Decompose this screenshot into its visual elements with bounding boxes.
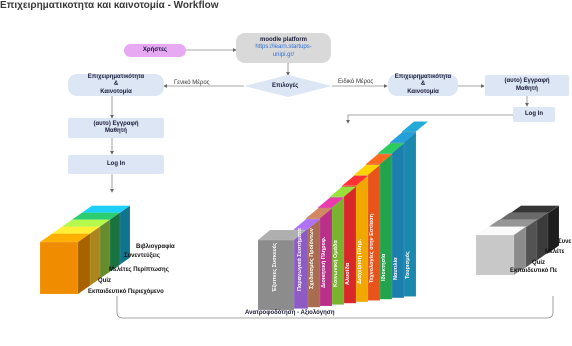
left-register-node: (αυτο) Εγγραφή Μαθητή [68,118,164,138]
right-course-node: Επιχειρηματικότητα & Καινοτομία [388,74,458,96]
middle-stack-bar-1-top [293,218,321,230]
middle-stack-label-4: Διοικητική Πληροφ. [321,236,327,288]
right-register-line2: Μαθητή [516,85,538,92]
users-node: Χρήστες [124,44,186,57]
middle-stack-bar-2-top [305,208,333,219]
left-stack-layer-4-side [77,233,91,295]
middle-stack-label-7: Διαχείριση Πληρ. [357,238,363,284]
middle-stack-label-1: Έξυπνες Συσκευές [272,242,278,292]
left-course-line2: & [113,81,119,88]
left-stack-label-4: Quiz [98,278,111,284]
right-stack-label-2: Μελέτε [545,249,565,255]
left-course-line1: Επιχειρηματικότητα [87,73,145,80]
left-login-node: Log In [68,155,164,174]
left-course-node: Επιχειρηματικότητα & Καινοτομία [68,74,164,96]
middle-stack-bar-5-top [341,175,369,186]
left-register-line2: Μαθητή [105,128,127,134]
middle-stack-bar-0-top [257,229,307,241]
right-course-line3: Καινοτομία [407,88,439,95]
right-login-node: Log In [513,107,555,122]
right-login-label: Log In [525,110,543,117]
right-course-line2: & [420,81,426,88]
moodle-platform-node: moodle platform https://learn.startups-u… [236,33,331,63]
middle-stack-bar-8-top [377,142,405,154]
middle-stack-bar-6-top [353,164,381,176]
right-stack-label-1: Συνε [558,239,572,245]
middle-stack-label-9: Ιδιοκτησία [381,253,387,282]
middle-stack-label-8: Τεχνολογίες στην Εστίαση [369,213,375,283]
special-part-label: Ειδικό Μέρος [338,79,374,85]
left-register-line1: (αυτο) Εγγραφή [93,120,139,127]
right-register-node: (αυτο) Εγγραφή Μαθητή [485,75,569,96]
users-label: Χρήστες [142,46,168,53]
middle-stack-label-6: Αλυσίδα [345,263,351,286]
left-course-line3: Καινοτομία [100,88,132,95]
middle-stack-label-11: Τουρισμός [405,250,411,279]
options-label: Επιλογές [272,83,299,89]
right-stack-label-3: Quiz [532,260,545,266]
page-title: Επιχειρηματικοτητα και καινοτομία - Work… [0,0,219,11]
feedback-label: Ανατροφοδότηση - Αξιολόγηση [245,310,335,316]
general-part-label: Γενικό Μέρος [174,80,210,86]
left-login-label: Log In [107,160,125,167]
middle-stack-label-2: Παραγωγικά Συστήματα [297,227,303,291]
right-course-line1: Επιχειρηματικότητα [394,73,452,80]
left-stack-label-3: Μελέτες Περίπτωσης [109,267,169,273]
moodle-platform-url[interactable]: https://learn.startups-unipi.gr/ [255,44,312,58]
middle-stack-bar-10-top [401,121,429,132]
middle-stack-label-5: Κοινωνική Ομάδα [333,239,339,287]
right-stack-label-4: Εκπαιδευτικό Πε [510,268,558,274]
left-stack-layer-4-front [39,241,79,295]
moodle-platform-title: moodle platform [259,36,307,43]
middle-stack-bar-9-top [389,132,417,143]
left-stack-label-5: Εκπαιδευτικό Περιεχόμενο [88,289,164,295]
middle-stack-label-3: Σχεδιασμός Προϊόντων [309,228,315,290]
right-stack-layer-3-front [475,234,515,276]
right-register-line1: (αυτο) Εγγραφή [504,78,550,84]
middle-stack-bar-3-top [317,197,345,208]
right-stack-layer-0-side [546,205,560,255]
left-stack-label-2: Συνεντεύξεις [124,253,160,259]
left-stack-label-1: Βιβλιογραφία [136,244,175,250]
middle-stack-label-10: Ναυτιλία [393,257,399,280]
right-stack-layer-3-side [513,226,527,276]
middle-stack-bar-7-top [365,153,393,165]
middle-stack-bar-4-top [329,186,357,197]
